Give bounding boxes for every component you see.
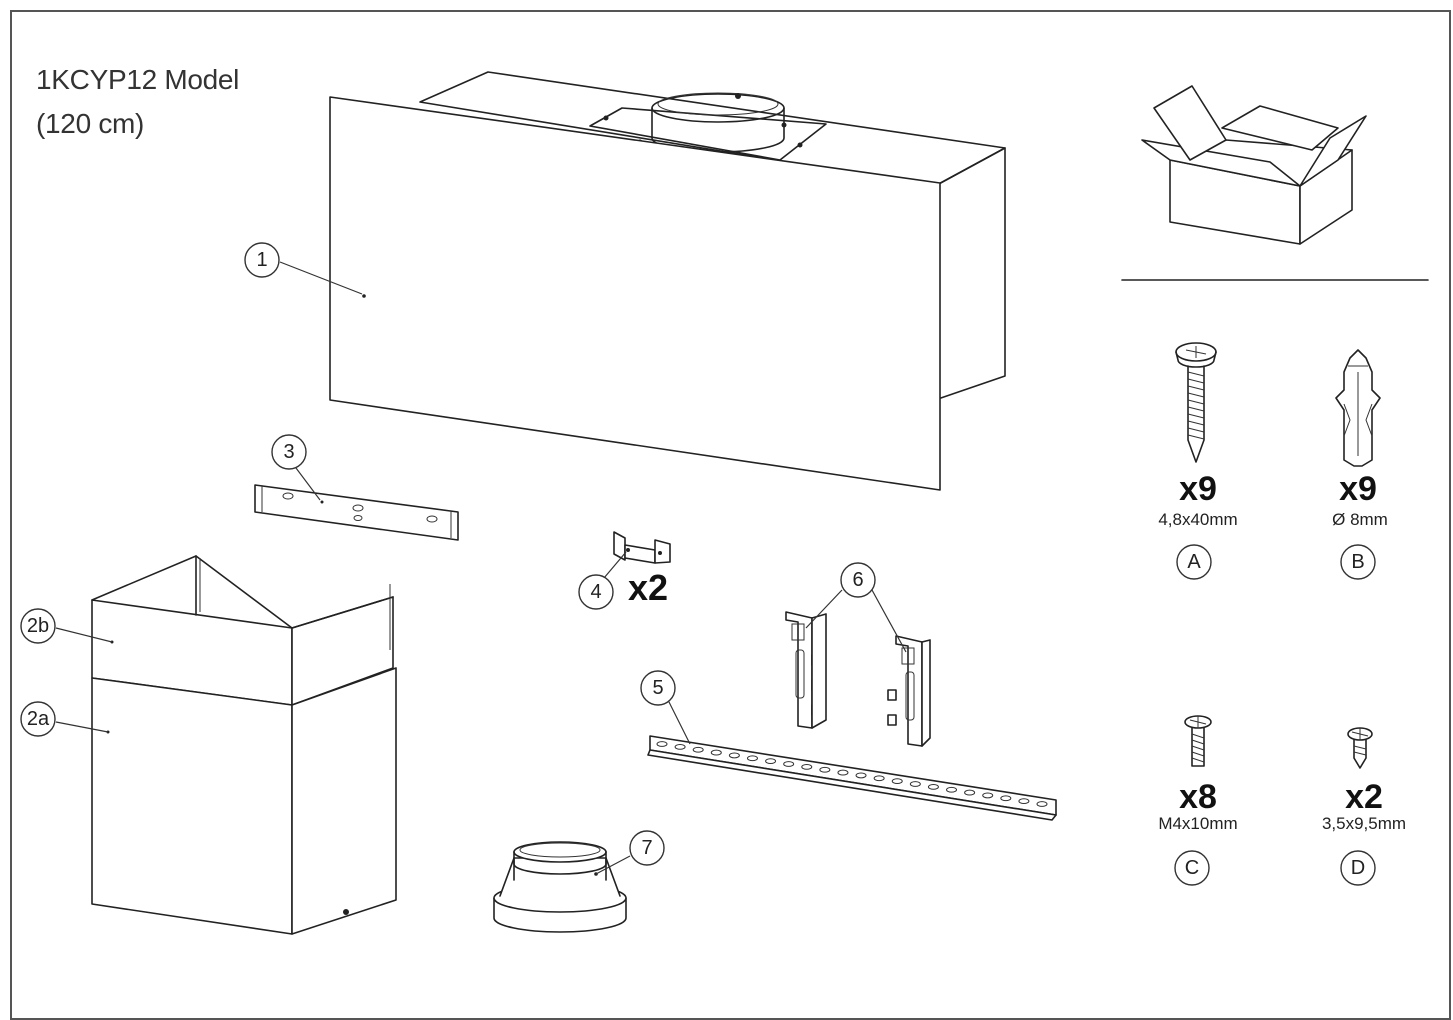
hardware-c: x8 M4x10mm C — [1158, 778, 1238, 886]
rail-slot — [1018, 798, 1030, 805]
package-box-icon — [1141, 85, 1367, 245]
screw-thread — [1191, 751, 1205, 757]
callout-2a: 2a — [20, 701, 109, 737]
title-block: 1KCYP12 Model (120 cm) — [36, 58, 239, 146]
rail-slot — [674, 743, 686, 750]
screw-thread — [1187, 434, 1205, 440]
svg-text:7: 7 — [641, 837, 652, 859]
wall-rail-drawing — [647, 735, 1057, 821]
screw-thread — [1187, 406, 1205, 412]
hanging-hooks-drawing — [785, 611, 931, 747]
screw-thread — [1191, 757, 1205, 763]
rail-slot — [946, 786, 958, 793]
hardware-b-quantity: x9 — [1339, 470, 1377, 508]
svg-text:1: 1 — [256, 249, 267, 271]
hardware-c-letter: C — [1185, 857, 1199, 879]
model-title: 1KCYP12 Model — [36, 64, 240, 95]
hardware-a-spec: 4,8x40mm — [1158, 510, 1237, 529]
hardware-a: x9 4,8x40mm A — [1158, 470, 1238, 580]
hardware-d-spec: 3,5x9,5mm — [1322, 814, 1406, 833]
callout-3: 3 — [271, 434, 321, 501]
svg-text:2a: 2a — [27, 708, 50, 730]
hardware-d-quantity: x2 — [1345, 778, 1383, 816]
hardware-c-quantity: x8 — [1179, 778, 1217, 816]
hardware-b-spec: Ø 8mm — [1332, 510, 1388, 529]
machine-screw-icon — [1184, 715, 1212, 767]
callout-4: 4 x2 — [578, 551, 668, 610]
hardware-c-spec: M4x10mm — [1158, 814, 1237, 833]
rail-slot — [855, 772, 867, 779]
model-size: (120 cm) — [36, 108, 145, 139]
rail-slot — [801, 763, 813, 770]
callout-5: 5 — [640, 670, 691, 745]
mounting-bracket-drawing — [254, 484, 459, 541]
callout-6: 6 — [805, 562, 907, 653]
screw-thread — [1187, 413, 1205, 419]
rail-slot — [837, 769, 849, 776]
callout-7: 7 — [595, 830, 665, 875]
screw-thread — [1187, 378, 1205, 384]
rail-slot — [692, 746, 704, 753]
rail-slot — [964, 789, 976, 796]
rail-slot — [927, 783, 939, 790]
svg-text:3: 3 — [283, 441, 294, 463]
hood-body-drawing — [329, 71, 1006, 491]
hardware-d-letter: D — [1351, 857, 1365, 879]
screw-thread — [1187, 420, 1205, 426]
svg-text:6: 6 — [852, 569, 863, 591]
wood-screw-icon — [1175, 342, 1217, 463]
screw-thread — [1187, 399, 1205, 405]
rail-slot — [1000, 795, 1012, 802]
hardware-a-letter: A — [1187, 551, 1201, 573]
svg-text:4: 4 — [590, 581, 601, 603]
hardware-b: x9 Ø 8mm B — [1332, 470, 1388, 580]
svg-text:5: 5 — [652, 677, 663, 699]
rail-slot — [656, 741, 668, 747]
screw-thread — [1187, 371, 1205, 377]
screw-thread — [1187, 385, 1205, 391]
rail-slot — [891, 778, 903, 785]
rail-slot — [746, 755, 758, 762]
rail-slot — [765, 758, 777, 765]
svg-text:2b: 2b — [27, 615, 49, 637]
callout-2b: 2b — [20, 608, 113, 644]
small-bracket-quantity: x2 — [628, 567, 668, 608]
hardware-b-letter: B — [1351, 551, 1364, 573]
rail-slot — [728, 752, 740, 759]
callout-1: 1 — [244, 242, 363, 295]
hardware-d: x2 3,5x9,5mm D — [1322, 778, 1406, 886]
small-screw-icon — [1347, 727, 1373, 769]
screw-thread — [1191, 733, 1205, 739]
rail-slot — [783, 761, 795, 767]
hardware-a-quantity: x9 — [1179, 470, 1217, 508]
rail-slot — [873, 775, 885, 782]
rail-slot — [909, 781, 921, 787]
small-bracket-drawing — [613, 531, 671, 564]
screw-thread — [1191, 739, 1205, 745]
screw-thread — [1187, 427, 1205, 433]
duct-reducer-drawing — [493, 841, 627, 933]
rail-slot — [819, 766, 831, 773]
rail-slot — [1036, 801, 1048, 807]
screw-thread — [1187, 392, 1205, 398]
screw-thread — [1191, 745, 1205, 751]
chimney-drawing — [91, 555, 397, 935]
rail-slot — [710, 749, 722, 756]
rail-slot — [982, 792, 994, 799]
wall-plug-icon — [1335, 349, 1381, 467]
